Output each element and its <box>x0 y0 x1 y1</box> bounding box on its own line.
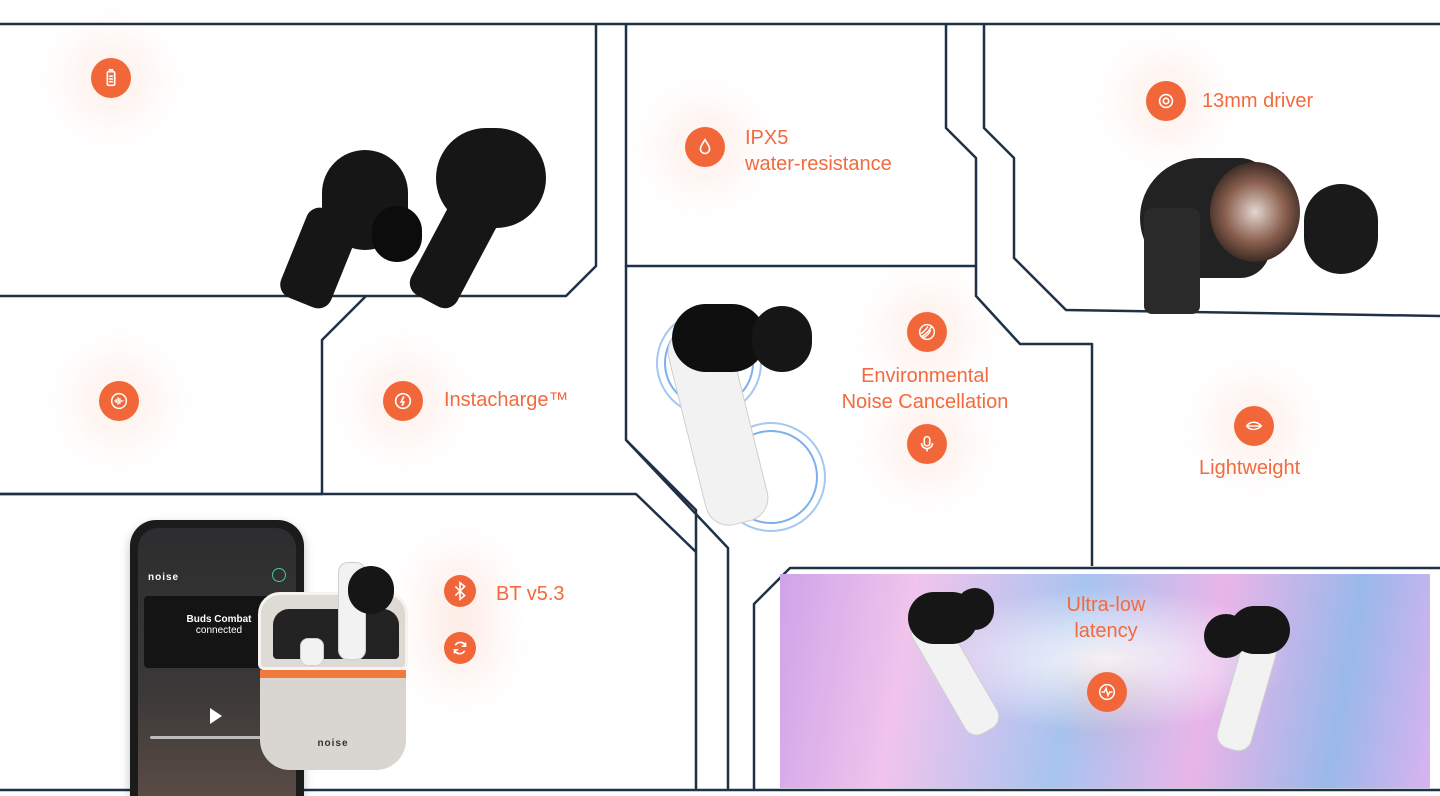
play-icon[interactable] <box>210 708 222 724</box>
case-body <box>260 674 406 770</box>
driver-exploded-view <box>1140 148 1380 314</box>
earbud-white-latency-left <box>905 588 1016 741</box>
lightweight-label: Lightweight <box>1199 457 1301 479</box>
phone-mockup: noise Buds Combat connected <box>130 520 304 796</box>
waveform-icon <box>99 381 139 421</box>
battery-icon <box>91 58 131 98</box>
noise-cancel-icon <box>907 312 947 352</box>
enc-label: Environmental Noise Cancellation <box>834 363 1016 415</box>
case-logo: noise <box>317 738 349 749</box>
water-resistance-label: IPX5 water-resistance <box>745 125 892 177</box>
driver-label: 13mm driver <box>1202 90 1314 112</box>
latency-line2: latency <box>1074 620 1138 642</box>
water-resistance-line1: IPX5 <box>745 127 789 149</box>
device-status: connected <box>195 625 243 636</box>
latency-label: Ultra-low latency <box>1040 592 1172 644</box>
driver-icon <box>1146 81 1186 121</box>
feather-icon <box>1234 406 1274 446</box>
earbud-black-right <box>404 128 570 314</box>
enc-line1: Environmental <box>861 365 989 387</box>
bluetooth-icon <box>444 575 476 607</box>
bluetooth-label: BT v5.3 <box>496 583 565 605</box>
water-resistance-line2: water-resistance <box>745 153 892 175</box>
progress-bar[interactable] <box>150 736 270 739</box>
instacharge-label: Instacharge™ <box>444 389 569 411</box>
earbud-black-left <box>262 150 442 313</box>
mic-icon <box>907 424 947 464</box>
earbud-white-enc <box>656 300 834 532</box>
sync-icon <box>444 632 476 664</box>
latency-line1: Ultra-low <box>1066 594 1146 616</box>
charging-case: noise <box>258 562 408 770</box>
phone-brand: noise <box>148 572 180 583</box>
instacharge-icon <box>383 381 423 421</box>
connected-check-icon <box>272 568 286 582</box>
earbud-white-latency-right <box>1200 606 1300 755</box>
enc-line2: Noise Cancellation <box>841 391 1009 413</box>
latency-icon <box>1087 672 1127 712</box>
case-accent-band <box>260 670 406 678</box>
water-drop-icon <box>685 127 725 167</box>
device-name: Buds Combat <box>186 614 252 625</box>
